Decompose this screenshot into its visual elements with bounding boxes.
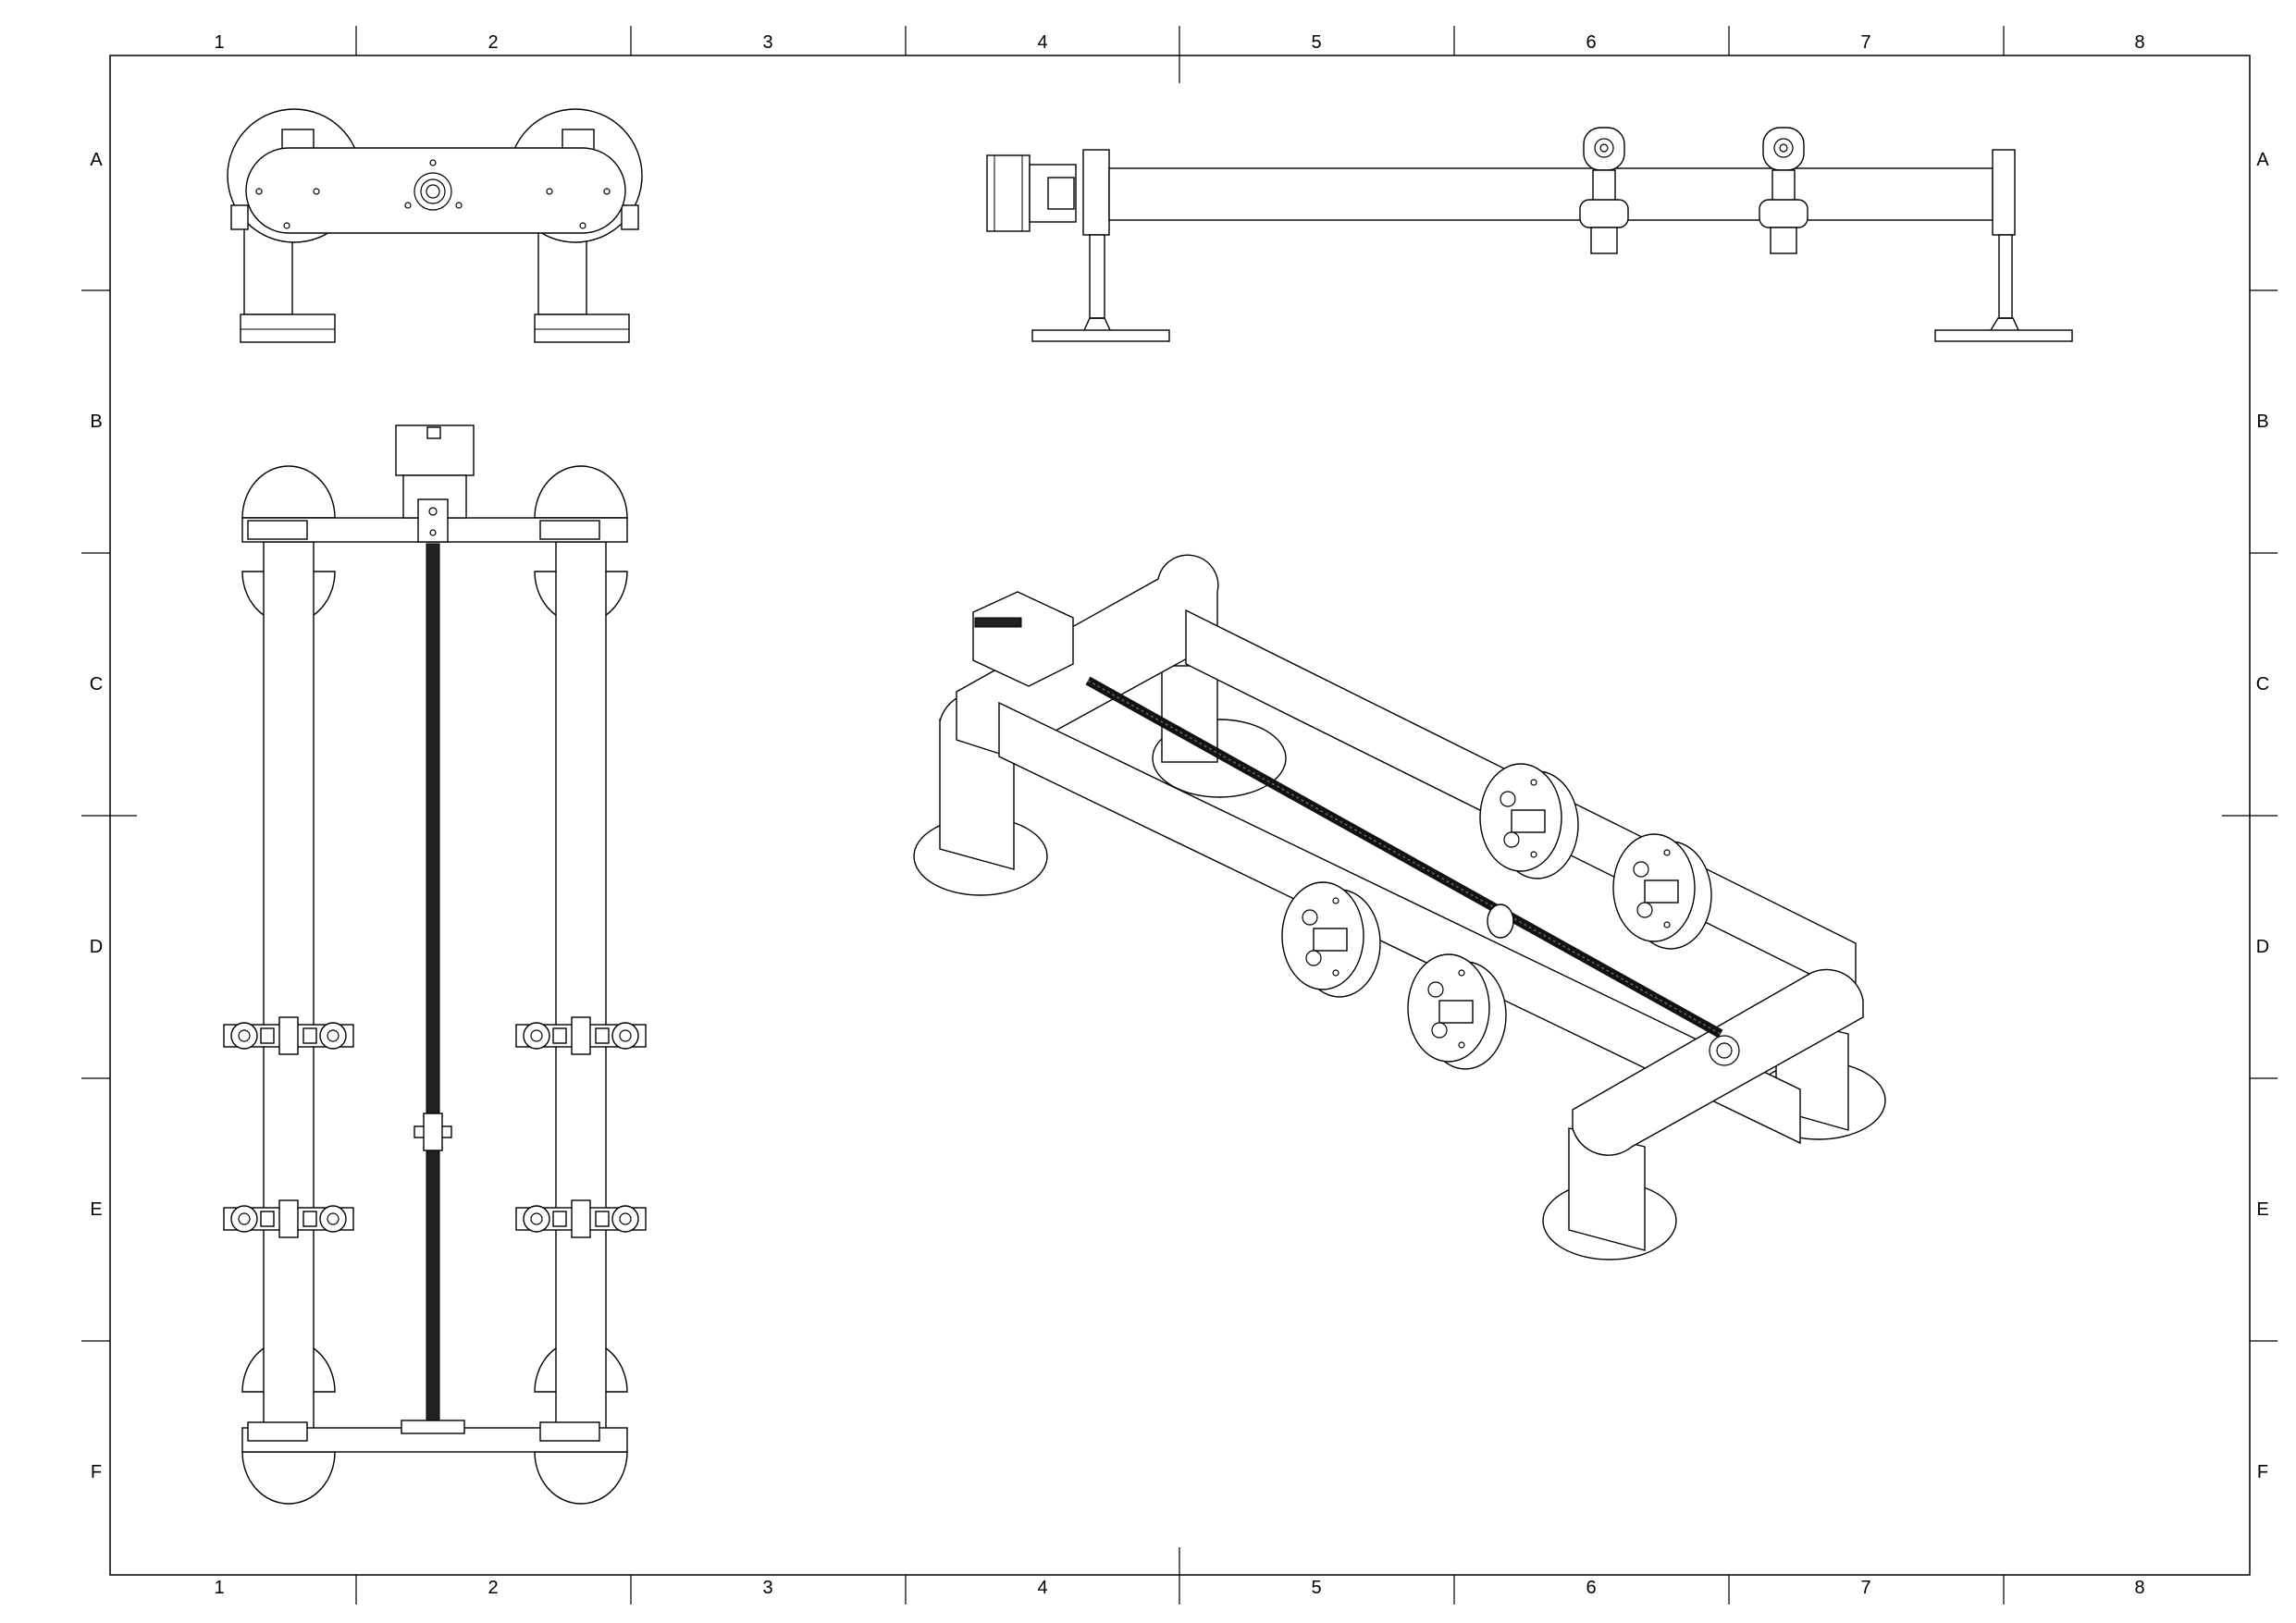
row-label-C: C (90, 674, 103, 695)
rail-clamp (1479, 763, 1579, 879)
column-label-7: 7 (1860, 32, 1870, 53)
column-label-4: 4 (1037, 1578, 1047, 1598)
side-view (986, 127, 2073, 342)
row-label-B: B (90, 412, 102, 432)
column-label-5: 5 (1311, 32, 1321, 53)
column-label-2: 2 (488, 32, 498, 53)
top-view (223, 424, 647, 1505)
rail-clamp (1281, 881, 1381, 998)
front-view (227, 108, 643, 343)
column-label-4: 4 (1037, 32, 1047, 53)
column-label-8: 8 (2134, 1578, 2144, 1598)
column-label-6: 6 (1586, 1578, 1596, 1598)
row-label-D: D (2256, 937, 2269, 957)
column-label-5: 5 (1311, 1578, 1321, 1598)
column-labels-bottom: 1 2 3 4 5 6 7 8 (214, 1578, 2144, 1598)
column-label-1: 1 (214, 32, 224, 53)
column-label-1: 1 (214, 1578, 224, 1598)
column-label-6: 6 (1586, 32, 1596, 53)
rail-clamp (1612, 833, 1712, 950)
column-labels-top: 1 2 3 4 5 6 7 8 (214, 32, 2144, 53)
row-label-A: A (90, 150, 103, 170)
column-label-3: 3 (762, 1578, 772, 1598)
rail-clamp (515, 1199, 647, 1238)
row-label-D: D (90, 937, 103, 957)
column-label-3: 3 (762, 32, 772, 53)
row-labels-left: A B C D E F (90, 150, 104, 1482)
rail-clamp (223, 1016, 354, 1055)
rail-clamp (223, 1199, 354, 1238)
row-label-F: F (91, 1462, 102, 1482)
column-label-8: 8 (2134, 32, 2144, 53)
row-label-E: E (2256, 1199, 2268, 1220)
rail-clamp (515, 1016, 647, 1055)
column-label-2: 2 (488, 1578, 498, 1598)
isometric-view (913, 554, 1886, 1260)
row-label-B: B (2256, 412, 2268, 432)
column-label-7: 7 (1860, 1578, 1870, 1598)
row-label-E: E (90, 1199, 102, 1220)
row-label-C: C (2256, 674, 2269, 695)
row-label-F: F (2257, 1462, 2268, 1482)
row-labels-right: A B C D E F (2256, 150, 2270, 1482)
rail-clamp (1407, 953, 1507, 1070)
zone-ticks (81, 26, 2277, 1605)
row-label-A: A (2256, 150, 2269, 170)
